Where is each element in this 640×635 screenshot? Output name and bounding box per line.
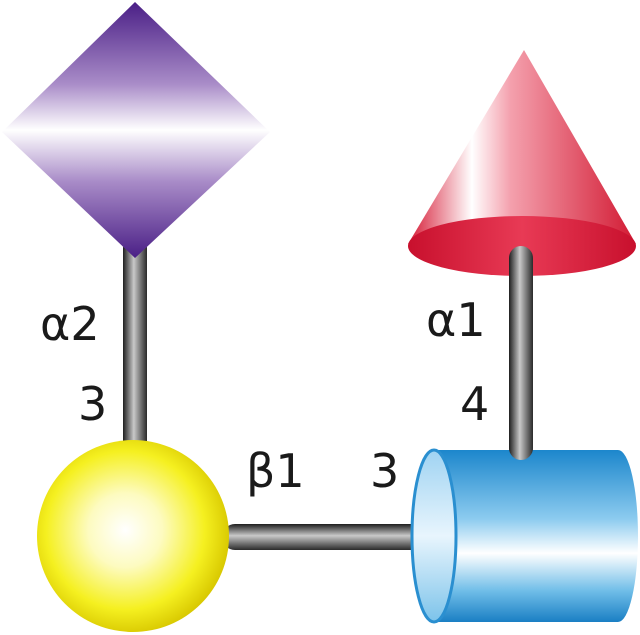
linkage-anomer-label: α2 xyxy=(40,297,100,351)
linkage-position-label: 3 xyxy=(370,444,399,498)
linkage-anomer-label: β1 xyxy=(246,444,305,498)
blue-cylinder-icon xyxy=(410,448,638,624)
linkage-position-label: 3 xyxy=(78,377,107,431)
linkage-anomer-label: α1 xyxy=(426,293,486,347)
purple-diamond-icon xyxy=(2,2,270,258)
bond-diamond-sphere xyxy=(123,236,147,458)
bond-cone-cylinder-front xyxy=(509,246,533,460)
yellow-sphere-icon xyxy=(37,440,229,632)
linkage-position-label: 4 xyxy=(460,377,489,431)
bond-sphere-cylinder xyxy=(222,524,436,550)
red-cone-icon xyxy=(408,50,636,276)
